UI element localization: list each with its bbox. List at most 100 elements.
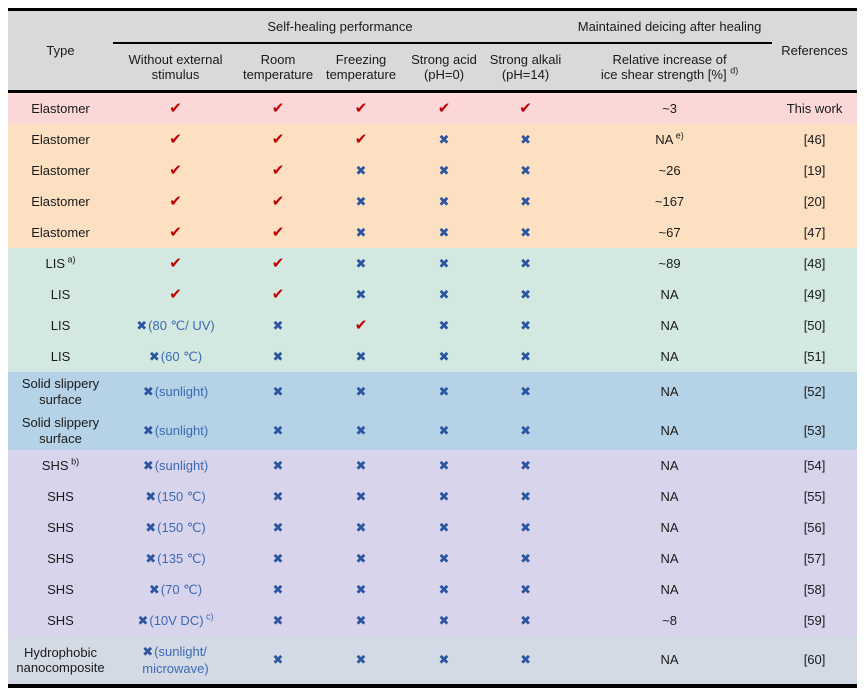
- cell-strong-alkali: ✖: [484, 543, 568, 574]
- cell-strong-acid: ✖: [404, 450, 484, 481]
- stimulus-cell-content: ✖: [273, 384, 284, 400]
- check-icon: ✔: [354, 98, 368, 117]
- increase-value: NA: [660, 286, 679, 302]
- cell-without-stimulus: ✖(sunlight/ microwave): [113, 636, 238, 686]
- cross-icon: ✖: [272, 349, 284, 365]
- cell-strong-alkali: ✖: [484, 605, 568, 636]
- table-row: Elastomer ✔ ✔ ✖ ✖ ✖ ~67 [47]: [8, 217, 858, 248]
- cell-room-temperature: ✔: [238, 91, 318, 124]
- stimulus-cell-content: ✖: [273, 613, 284, 629]
- stimulus-cell-content: ✖: [356, 551, 367, 567]
- check-icon: ✔: [169, 129, 182, 148]
- cross-icon: ✖: [355, 423, 367, 439]
- cell-without-stimulus: ✖(150 ℃): [113, 512, 238, 543]
- cross-icon: ✖: [438, 423, 450, 439]
- stimulus-cell-content: ✖: [439, 458, 450, 474]
- stimulus-cell-content: ✖: [273, 318, 284, 334]
- stimulus-cell-content: ✖: [520, 384, 531, 400]
- cross-icon: ✖: [355, 194, 367, 210]
- footnote-marker-d: d): [730, 65, 739, 76]
- cross-icon: ✖: [272, 489, 284, 505]
- cross-icon: ✖: [438, 489, 450, 505]
- type-label: Elastomer: [31, 100, 90, 116]
- cell-reference: [56]: [772, 512, 858, 543]
- stimulus-cell-content: ✔: [272, 161, 285, 180]
- cell-strong-alkali: ✖: [484, 248, 568, 279]
- type-label: SHS: [47, 581, 74, 597]
- cross-icon: ✖: [142, 458, 154, 474]
- type-label: LIS: [50, 286, 71, 302]
- cross-icon: ✖: [272, 582, 284, 598]
- cell-strong-acid: ✖: [404, 279, 484, 310]
- cell-room-temperature: ✖: [238, 310, 318, 341]
- stimulus-cell-content: ✖: [439, 582, 450, 598]
- cell-freezing-temperature: ✖: [318, 605, 404, 636]
- cell-room-temperature: ✖: [238, 636, 318, 686]
- cell-strong-acid: ✖: [404, 411, 484, 450]
- stimulus-note: (sunlight): [154, 422, 209, 438]
- cell-strong-alkali: ✖: [484, 217, 568, 248]
- cross-icon: ✖: [520, 582, 531, 598]
- cell-strong-acid: ✖: [404, 310, 484, 341]
- cell-strong-alkali: ✖: [484, 450, 568, 481]
- cell-strong-acid: ✖: [404, 574, 484, 605]
- type-label: LIS: [45, 255, 65, 271]
- cell-room-temperature: ✔: [238, 155, 318, 186]
- cell-without-stimulus: ✖(80 ℃/ UV): [113, 310, 238, 341]
- check-icon: ✔: [169, 222, 182, 241]
- cell-without-stimulus: ✖(70 ℃): [113, 574, 238, 605]
- table-row: SHS ✖(150 ℃) ✖ ✖ ✖ ✖ NA [55]: [8, 481, 858, 512]
- cell-ice-shear-increase: NA: [567, 341, 773, 372]
- cell-freezing-temperature: ✖: [318, 372, 404, 411]
- cross-icon: ✖: [355, 489, 367, 505]
- cell-without-stimulus: ✔: [113, 155, 238, 186]
- table-row: LIS ✔ ✔ ✖ ✖ ✖ NA [49]: [8, 279, 858, 310]
- stimulus-cell-content: ✔: [169, 254, 182, 273]
- cross-icon: ✖: [272, 613, 284, 629]
- table-row: SHS b) ✖(sunlight) ✖ ✖ ✖ ✖ NA [54]: [8, 450, 858, 481]
- stimulus-cell-content: ✖: [273, 520, 284, 536]
- stimulus-cell-content: ✖: [273, 423, 284, 439]
- stimulus-cell-content: ✔: [354, 98, 368, 118]
- stimulus-cell-content: ✖: [439, 423, 450, 439]
- cell-room-temperature: ✔: [238, 124, 318, 155]
- cross-icon: ✖: [520, 384, 531, 400]
- cell-freezing-temperature: ✖: [318, 512, 404, 543]
- cross-icon: ✖: [520, 613, 531, 629]
- stimulus-cell-content: ✖: [273, 489, 284, 505]
- cell-reference: [48]: [772, 248, 858, 279]
- type-cell: Elastomer: [8, 124, 113, 155]
- cell-room-temperature: ✖: [238, 512, 318, 543]
- cell-reference: [50]: [772, 310, 858, 341]
- cross-icon: ✖: [520, 132, 531, 148]
- stimulus-cell-content: ✖: [520, 423, 531, 439]
- cell-reference: [57]: [772, 543, 858, 574]
- stimulus-cell-content: ✔: [272, 223, 285, 242]
- stimulus-cell-content: ✖: [356, 458, 367, 474]
- cell-ice-shear-increase: NA: [567, 450, 773, 481]
- stimulus-cell-content: ✖: [439, 225, 450, 241]
- stimulus-note: (80 ℃/ UV): [148, 317, 215, 333]
- cell-strong-acid: ✖: [404, 124, 484, 155]
- table-row: Elastomer ✔ ✔ ✖ ✖ ✖ ~167 [20]: [8, 186, 858, 217]
- cross-icon: ✖: [438, 520, 450, 536]
- cell-strong-acid: ✖: [404, 186, 484, 217]
- cell-freezing-temperature: ✔: [318, 91, 404, 124]
- cell-freezing-temperature: ✖: [318, 543, 404, 574]
- stimulus-cell-content: ✔: [169, 129, 182, 149]
- type-cell: Elastomer: [8, 186, 113, 217]
- cell-reference: [58]: [772, 574, 858, 605]
- cell-without-stimulus: ✖(sunlight): [113, 411, 238, 450]
- cell-ice-shear-increase: NA: [567, 636, 773, 686]
- stimulus-cell-content: ✖: [356, 349, 367, 365]
- cross-icon: ✖: [145, 520, 157, 536]
- stimulus-cell-content: ✖(70 ℃): [149, 582, 202, 598]
- type-cell: Solid slippery surface: [8, 372, 113, 411]
- stimulus-cell-content: ✖: [439, 318, 450, 334]
- cell-ice-shear-increase: ~67: [567, 217, 773, 248]
- stimulus-cell-content: ✖: [439, 349, 450, 365]
- cell-strong-alkali: ✖: [484, 186, 568, 217]
- cell-strong-acid: ✖: [404, 543, 484, 574]
- stimulus-cell-content: ✖: [439, 652, 450, 668]
- type-label: SHS: [41, 457, 69, 473]
